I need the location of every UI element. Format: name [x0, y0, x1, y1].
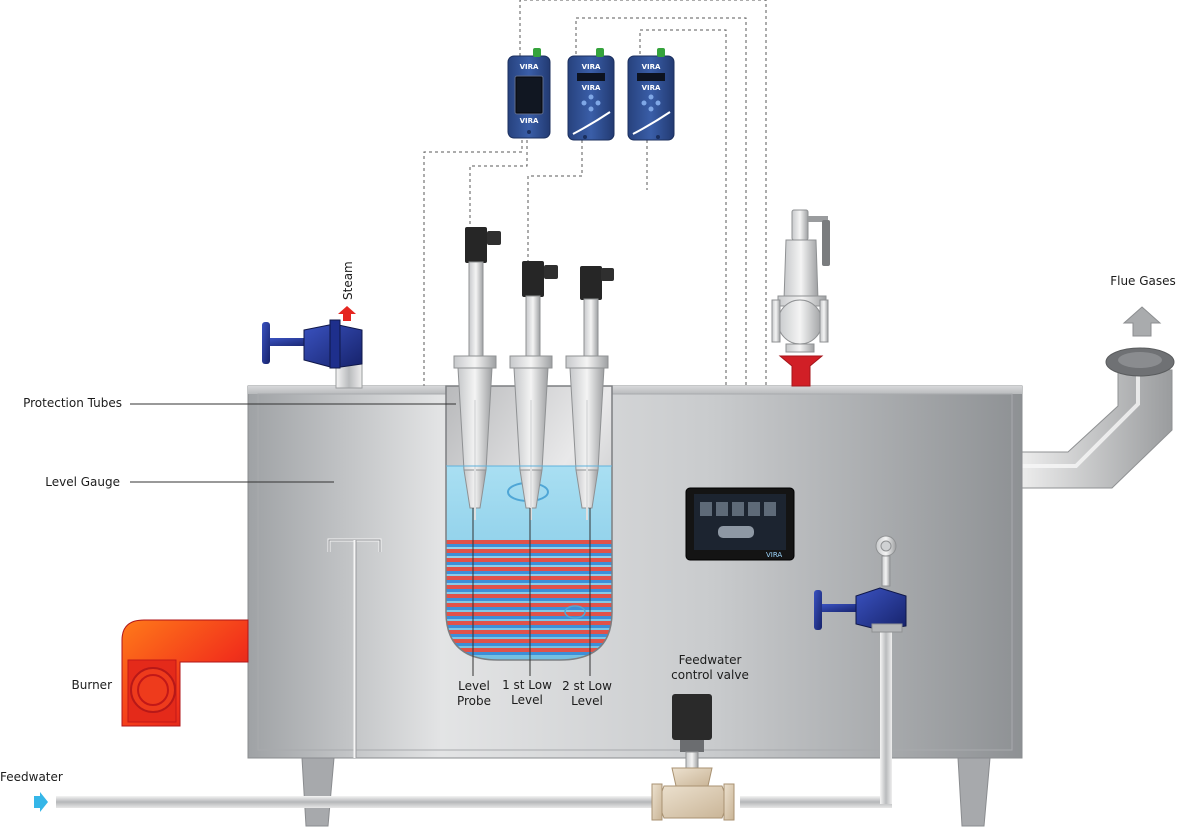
fire-tube-gap [446, 607, 612, 610]
fire-tube-gap [446, 634, 612, 637]
fire-tube [446, 603, 612, 607]
fire-tube-gap [446, 544, 612, 547]
flue-gas-duct [1021, 347, 1175, 489]
fire-tube-gap [446, 598, 612, 601]
level-probe-label-line2: Probe [457, 694, 491, 708]
level-gauge-label: Level Gauge [45, 475, 120, 489]
fire-tube [446, 630, 612, 634]
controller-1-brand-top: VIRA [520, 63, 539, 71]
fire-tube-gap [446, 652, 612, 655]
level-probe-label-line1: Level [458, 679, 490, 693]
controller-2-brand-top: VIRA [582, 63, 601, 71]
steam-label: Steam [341, 261, 355, 300]
probe-leader-lines [472, 508, 591, 676]
controller-2-brand-mid: VIRA [582, 84, 601, 92]
fire-tube-gap [446, 625, 612, 628]
vira-level-controller-2: VIRA VIRA [567, 48, 615, 141]
feedwater-label: Feedwater [0, 770, 63, 784]
fire-tube [446, 576, 612, 580]
first-low-level-probe [509, 261, 558, 520]
hmi-touch-panel: VIRA [685, 487, 795, 561]
first-low-level-label-line1: 1 st Low [502, 678, 552, 692]
vira-level-controller-1: VIRA VIRA [507, 48, 551, 139]
flue-gases-label: Flue Gases [1110, 274, 1176, 288]
level-gauge [327, 538, 382, 758]
second-low-level-label-line2: Level [571, 694, 603, 708]
hmi-brand: VIRA [766, 551, 782, 559]
fire-tube [446, 639, 612, 643]
burner-label: Burner [72, 678, 113, 692]
fire-tube [446, 549, 612, 553]
fire-tube [446, 594, 612, 598]
fire-tube-gap [446, 571, 612, 574]
feedwater-arrow-icon [34, 792, 48, 812]
safety-valve [771, 209, 830, 387]
feedwater-stop-valve [814, 535, 907, 633]
fire-tube-gap [446, 643, 612, 646]
vira-level-controller-3: VIRA VIRA [627, 48, 675, 141]
controller-3-brand-mid: VIRA [642, 84, 661, 92]
flue-gas-arrow-icon [1122, 306, 1162, 337]
fire-tube-gap [446, 562, 612, 565]
controller-1-brand-bottom: VIRA [520, 117, 539, 125]
fire-tube [446, 621, 612, 625]
fire-tube-gap [446, 553, 612, 556]
boiler-cutaway [445, 385, 613, 661]
boiler-vessel [247, 385, 1023, 827]
fire-tube [446, 558, 612, 562]
second-low-level-probe [565, 266, 614, 520]
fire-tube-bank [446, 540, 612, 655]
level-probe [453, 227, 501, 520]
fire-tube-gap [446, 580, 612, 583]
fire-tube [446, 567, 612, 571]
controller-3-brand-top: VIRA [642, 63, 661, 71]
feedwater-pipeline [56, 628, 892, 808]
fire-tube [446, 585, 612, 589]
steam-arrow-icon [338, 306, 356, 321]
feedwater-valve-label-line2: control valve [671, 668, 749, 682]
second-low-level-label-line1: 2 st Low [562, 679, 612, 693]
fire-tube-gap [446, 616, 612, 619]
protection-tubes-label: Protection Tubes [23, 396, 122, 410]
signal-wiring [423, 0, 767, 717]
feedwater-control-valve [651, 694, 735, 821]
fire-tube [446, 648, 612, 652]
steam-stop-valve [262, 319, 363, 369]
fire-tube-gap [446, 589, 612, 592]
burner [121, 619, 249, 727]
fire-tube [446, 540, 612, 544]
fire-tube [446, 612, 612, 616]
feedwater-valve-label-line1: Feedwater [679, 653, 742, 667]
first-low-level-label-line2: Level [511, 693, 543, 707]
